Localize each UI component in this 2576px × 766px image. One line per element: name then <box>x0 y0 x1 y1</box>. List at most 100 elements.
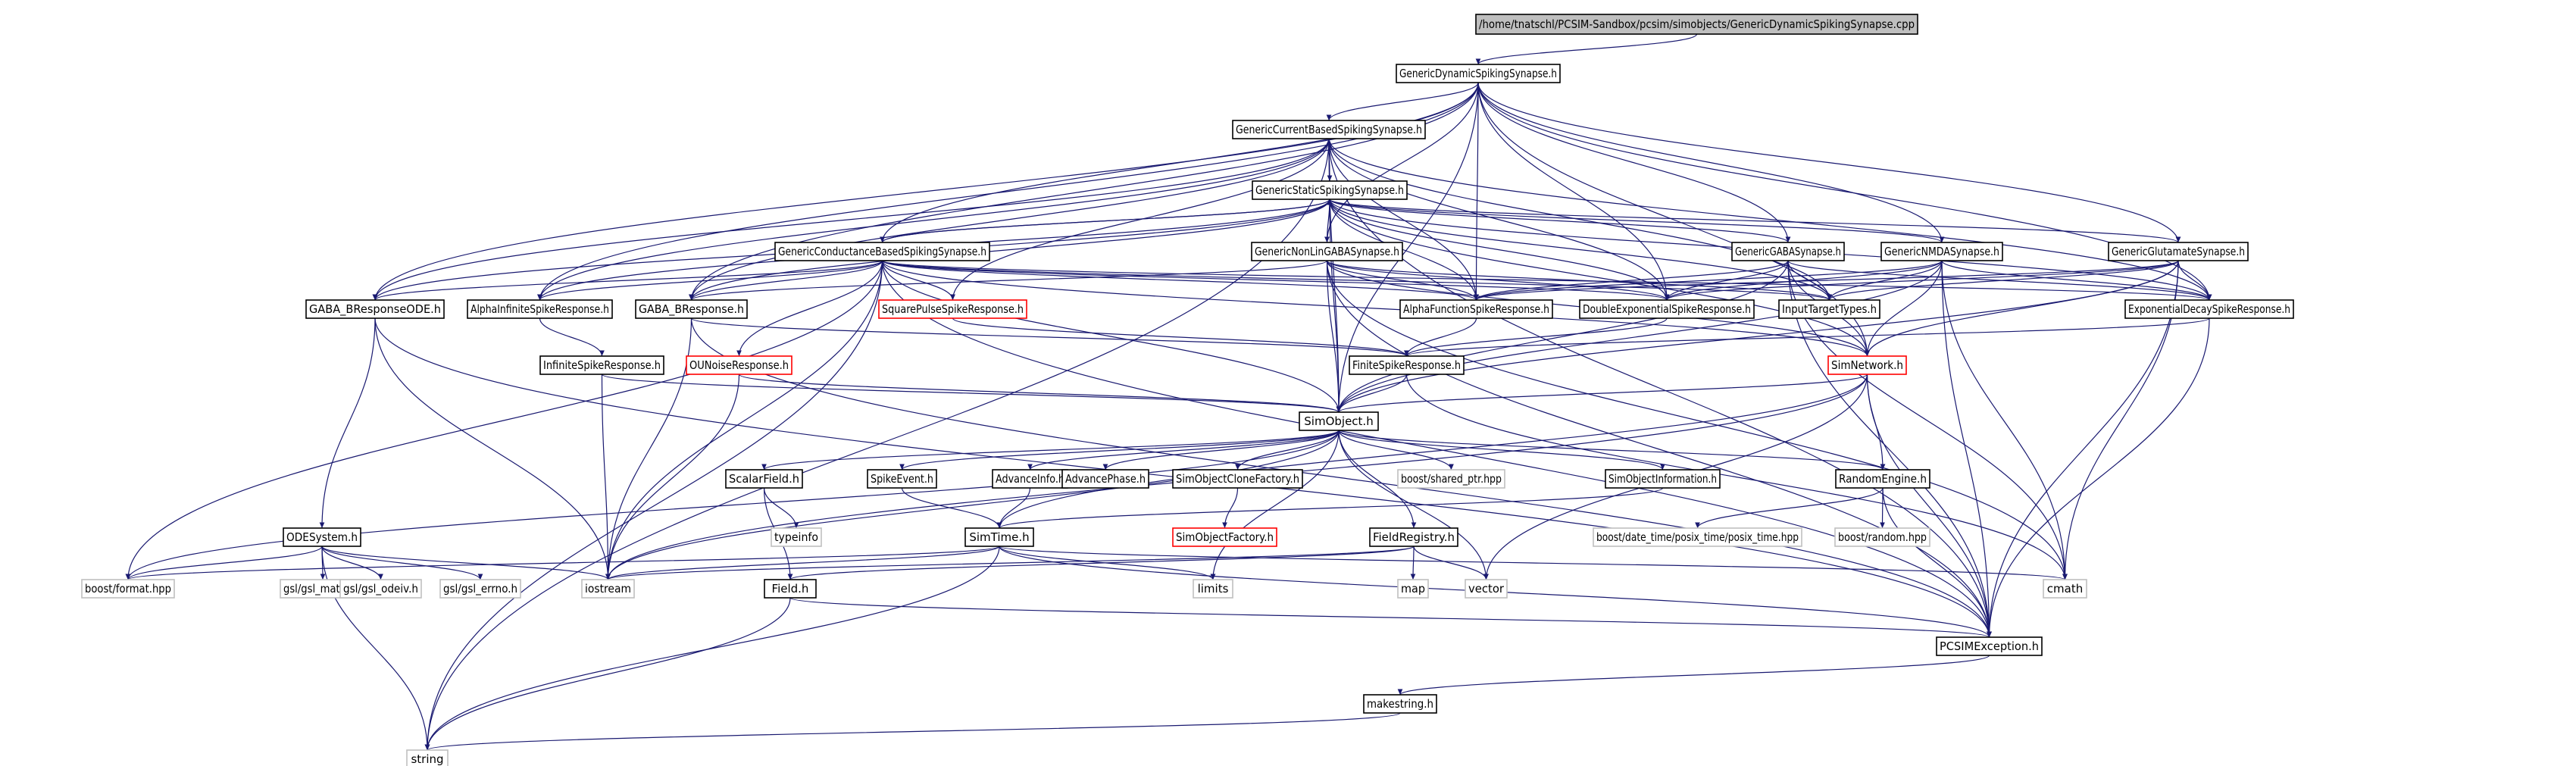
node-label: SimObjectInformation.h <box>1608 472 1717 486</box>
edge-simobj-to-iostream <box>605 430 1340 580</box>
node-label: DoubleExponentialSpikeResponse.h <box>1583 302 1751 316</box>
node-infspike[interactable]: InfiniteSpikeResponse.h <box>539 355 664 375</box>
node-box <box>1399 299 1553 319</box>
node-label: vector <box>1468 582 1505 596</box>
edge-simobj-to-boostfmt <box>125 430 1340 580</box>
node-label: boost/date_time/posix_time/posix_time.hp… <box>1596 530 1799 545</box>
node-gdss[interactable]: GenericDynamicSpikingSynapse.h <box>1396 64 1561 83</box>
node-box <box>867 469 937 489</box>
node-scalar[interactable]: ScalarField.h <box>725 469 803 489</box>
node-label: FiniteSpikeResponse.h <box>1352 358 1461 372</box>
node-pcsimexc[interactable]: PCSIMException.h <box>1936 636 2043 656</box>
node-expdecay[interactable]: ExponentialDecaySpikeResponse.h <box>2124 299 2294 319</box>
edge-simobj-to-boostsp <box>1338 430 1454 471</box>
node-spikeev[interactable]: SpikeEvent.h <box>867 469 937 489</box>
node-label: GABA_BResponseODE.h <box>309 302 441 317</box>
node-box <box>1397 579 1429 599</box>
edge-gsss-to-inputtt <box>1329 199 1832 301</box>
node-cmath[interactable]: cmath <box>2043 579 2087 599</box>
node-box <box>1299 411 1379 431</box>
node-gglu[interactable]: GenericGlutamateSynapse.h <box>2108 242 2249 261</box>
node-box <box>1363 694 1437 714</box>
node-label: string <box>411 752 443 766</box>
node-label: GenericGlutamateSynapse.h <box>2112 245 2245 258</box>
node-boostfmt[interactable]: boost/format.hpp <box>81 579 175 599</box>
node-boostdt[interactable]: boost/date_time/posix_time/posix_time.hp… <box>1593 527 1802 547</box>
node-gnlgaba[interactable]: GenericNonLinGABASynapse.h <box>1251 242 1403 261</box>
edge-fieldreg-to-map <box>1410 546 1416 580</box>
edge-randeng-to-pcsimexc <box>1882 487 1992 638</box>
node-simobj[interactable]: SimObject.h <box>1299 411 1379 431</box>
edge-gdss-to-gnmda <box>1477 82 1945 243</box>
node-string[interactable]: string <box>406 749 449 766</box>
node-gnmda[interactable]: GenericNMDASynapse.h <box>1880 242 2003 261</box>
node-layer: /home/tnatschl/PCSIM-Sandbox/pcsim/simob… <box>81 14 2294 766</box>
node-field[interactable]: Field.h <box>764 579 817 599</box>
node-box <box>1731 242 1845 261</box>
edge-gnmda-to-simnet <box>1865 260 1943 357</box>
node-label: /home/tnatschl/PCSIM-Sandbox/pcsim/simob… <box>1479 17 1915 31</box>
node-alphainf[interactable]: AlphaInfiniteSpikeResponse.h <box>467 299 613 319</box>
node-label: ExponentialDecaySpikeResponse.h <box>2128 302 2290 316</box>
edge-makestr-to-string <box>425 712 1401 751</box>
node-advinfo[interactable]: AdvanceInfo.h <box>992 469 1068 489</box>
node-label: PCSIMException.h <box>1940 639 2039 653</box>
node-box <box>1193 579 1233 599</box>
edge-gglu-to-alphafn <box>1474 260 2179 301</box>
node-box <box>81 579 175 599</box>
node-ounoise[interactable]: OUNoiseResponse.h <box>686 355 792 375</box>
node-gcondbss[interactable]: GenericConductanceBasedSpikingSynapse.h <box>774 242 990 261</box>
edge-ounoise-to-simobj <box>738 374 1342 413</box>
node-label: map <box>1401 582 1425 596</box>
node-soinfo[interactable]: SimObjectInformation.h <box>1605 469 1721 489</box>
node-fieldreg[interactable]: FieldRegistry.h <box>1369 527 1458 547</box>
edge-gabaode-to-odesys <box>319 317 376 529</box>
edge-odesys-to-gslerrno <box>321 546 483 580</box>
node-box <box>764 579 817 599</box>
node-odesys[interactable]: ODESystem.h <box>283 527 361 547</box>
edge-simtime-to-iostream <box>605 546 1000 580</box>
node-randeng[interactable]: RandomEngine.h <box>1835 469 1930 489</box>
node-label: GenericNMDASynapse.h <box>1884 245 1999 258</box>
node-sqpulse[interactable]: SquarePulseSpikeResponse.h <box>878 299 1027 319</box>
node-box <box>339 579 422 599</box>
node-box <box>964 527 1034 547</box>
node-simtime[interactable]: SimTime.h <box>964 527 1034 547</box>
node-label: ODESystem.h <box>286 530 358 544</box>
node-dblexp[interactable]: DoubleExponentialSpikeResponse.h <box>1579 299 1755 319</box>
node-vector[interactable]: vector <box>1465 579 1508 599</box>
node-ggaba[interactable]: GenericGABASynapse.h <box>1731 242 1845 261</box>
node-alphafn[interactable]: AlphaFunctionSpikeResponse.h <box>1399 299 1553 319</box>
node-gslerrno[interactable]: gsl/gsl_errno.h <box>439 579 521 599</box>
node-label: GenericGABASynapse.h <box>1735 245 1841 258</box>
node-map[interactable]: map <box>1397 579 1429 599</box>
edge-gcbss-to-expdecay <box>1328 138 2212 301</box>
node-gslodeiv[interactable]: gsl/gsl_odeiv.h <box>339 579 422 599</box>
node-box <box>2043 579 2087 599</box>
edge-gcondbss-to-sqpulse <box>881 260 955 301</box>
node-gabab[interactable]: GABA_BResponse.h <box>635 299 748 319</box>
edge-field-to-pcsimexc <box>789 597 1992 638</box>
edge-simnet-to-simtime <box>996 374 1868 529</box>
edge-gdss-to-gglu <box>1477 82 2181 243</box>
node-gabaode[interactable]: GABA_BResponseODE.h <box>305 299 445 319</box>
node-iostream[interactable]: iostream <box>581 579 635 599</box>
node-inputtt[interactable]: InputTargetTypes.h <box>1778 299 1880 319</box>
node-finspike[interactable]: FiniteSpikeResponse.h <box>1349 355 1465 375</box>
node-makestr[interactable]: makestring.h <box>1363 694 1437 714</box>
node-socf[interactable]: SimObjectCloneFactory.h <box>1172 469 1303 489</box>
node-simnet[interactable]: SimNetwork.h <box>1827 355 1907 375</box>
node-boostsp[interactable]: boost/shared_ptr.hpp <box>1397 469 1505 489</box>
node-gcbss[interactable]: GenericCurrentBasedSpikingSynapse.h <box>1232 120 1426 139</box>
node-gsss[interactable]: GenericStaticSpikingSynapse.h <box>1252 180 1408 200</box>
node-advphase[interactable]: AdvancePhase.h <box>1061 469 1149 489</box>
node-sofact[interactable]: SimObjectFactory.h <box>1172 527 1277 547</box>
edge-socf-to-sofact <box>1222 487 1239 529</box>
node-boostrand[interactable]: boost/random.hpp <box>1834 527 1930 547</box>
node-typeinfo[interactable]: typeinfo <box>771 527 822 547</box>
node-root[interactable]: /home/tnatschl/PCSIM-Sandbox/pcsim/simob… <box>1475 14 1918 35</box>
edge-gnlgaba-to-gabab <box>689 260 1328 301</box>
node-box <box>1232 120 1426 139</box>
node-limits[interactable]: limits <box>1193 579 1233 599</box>
